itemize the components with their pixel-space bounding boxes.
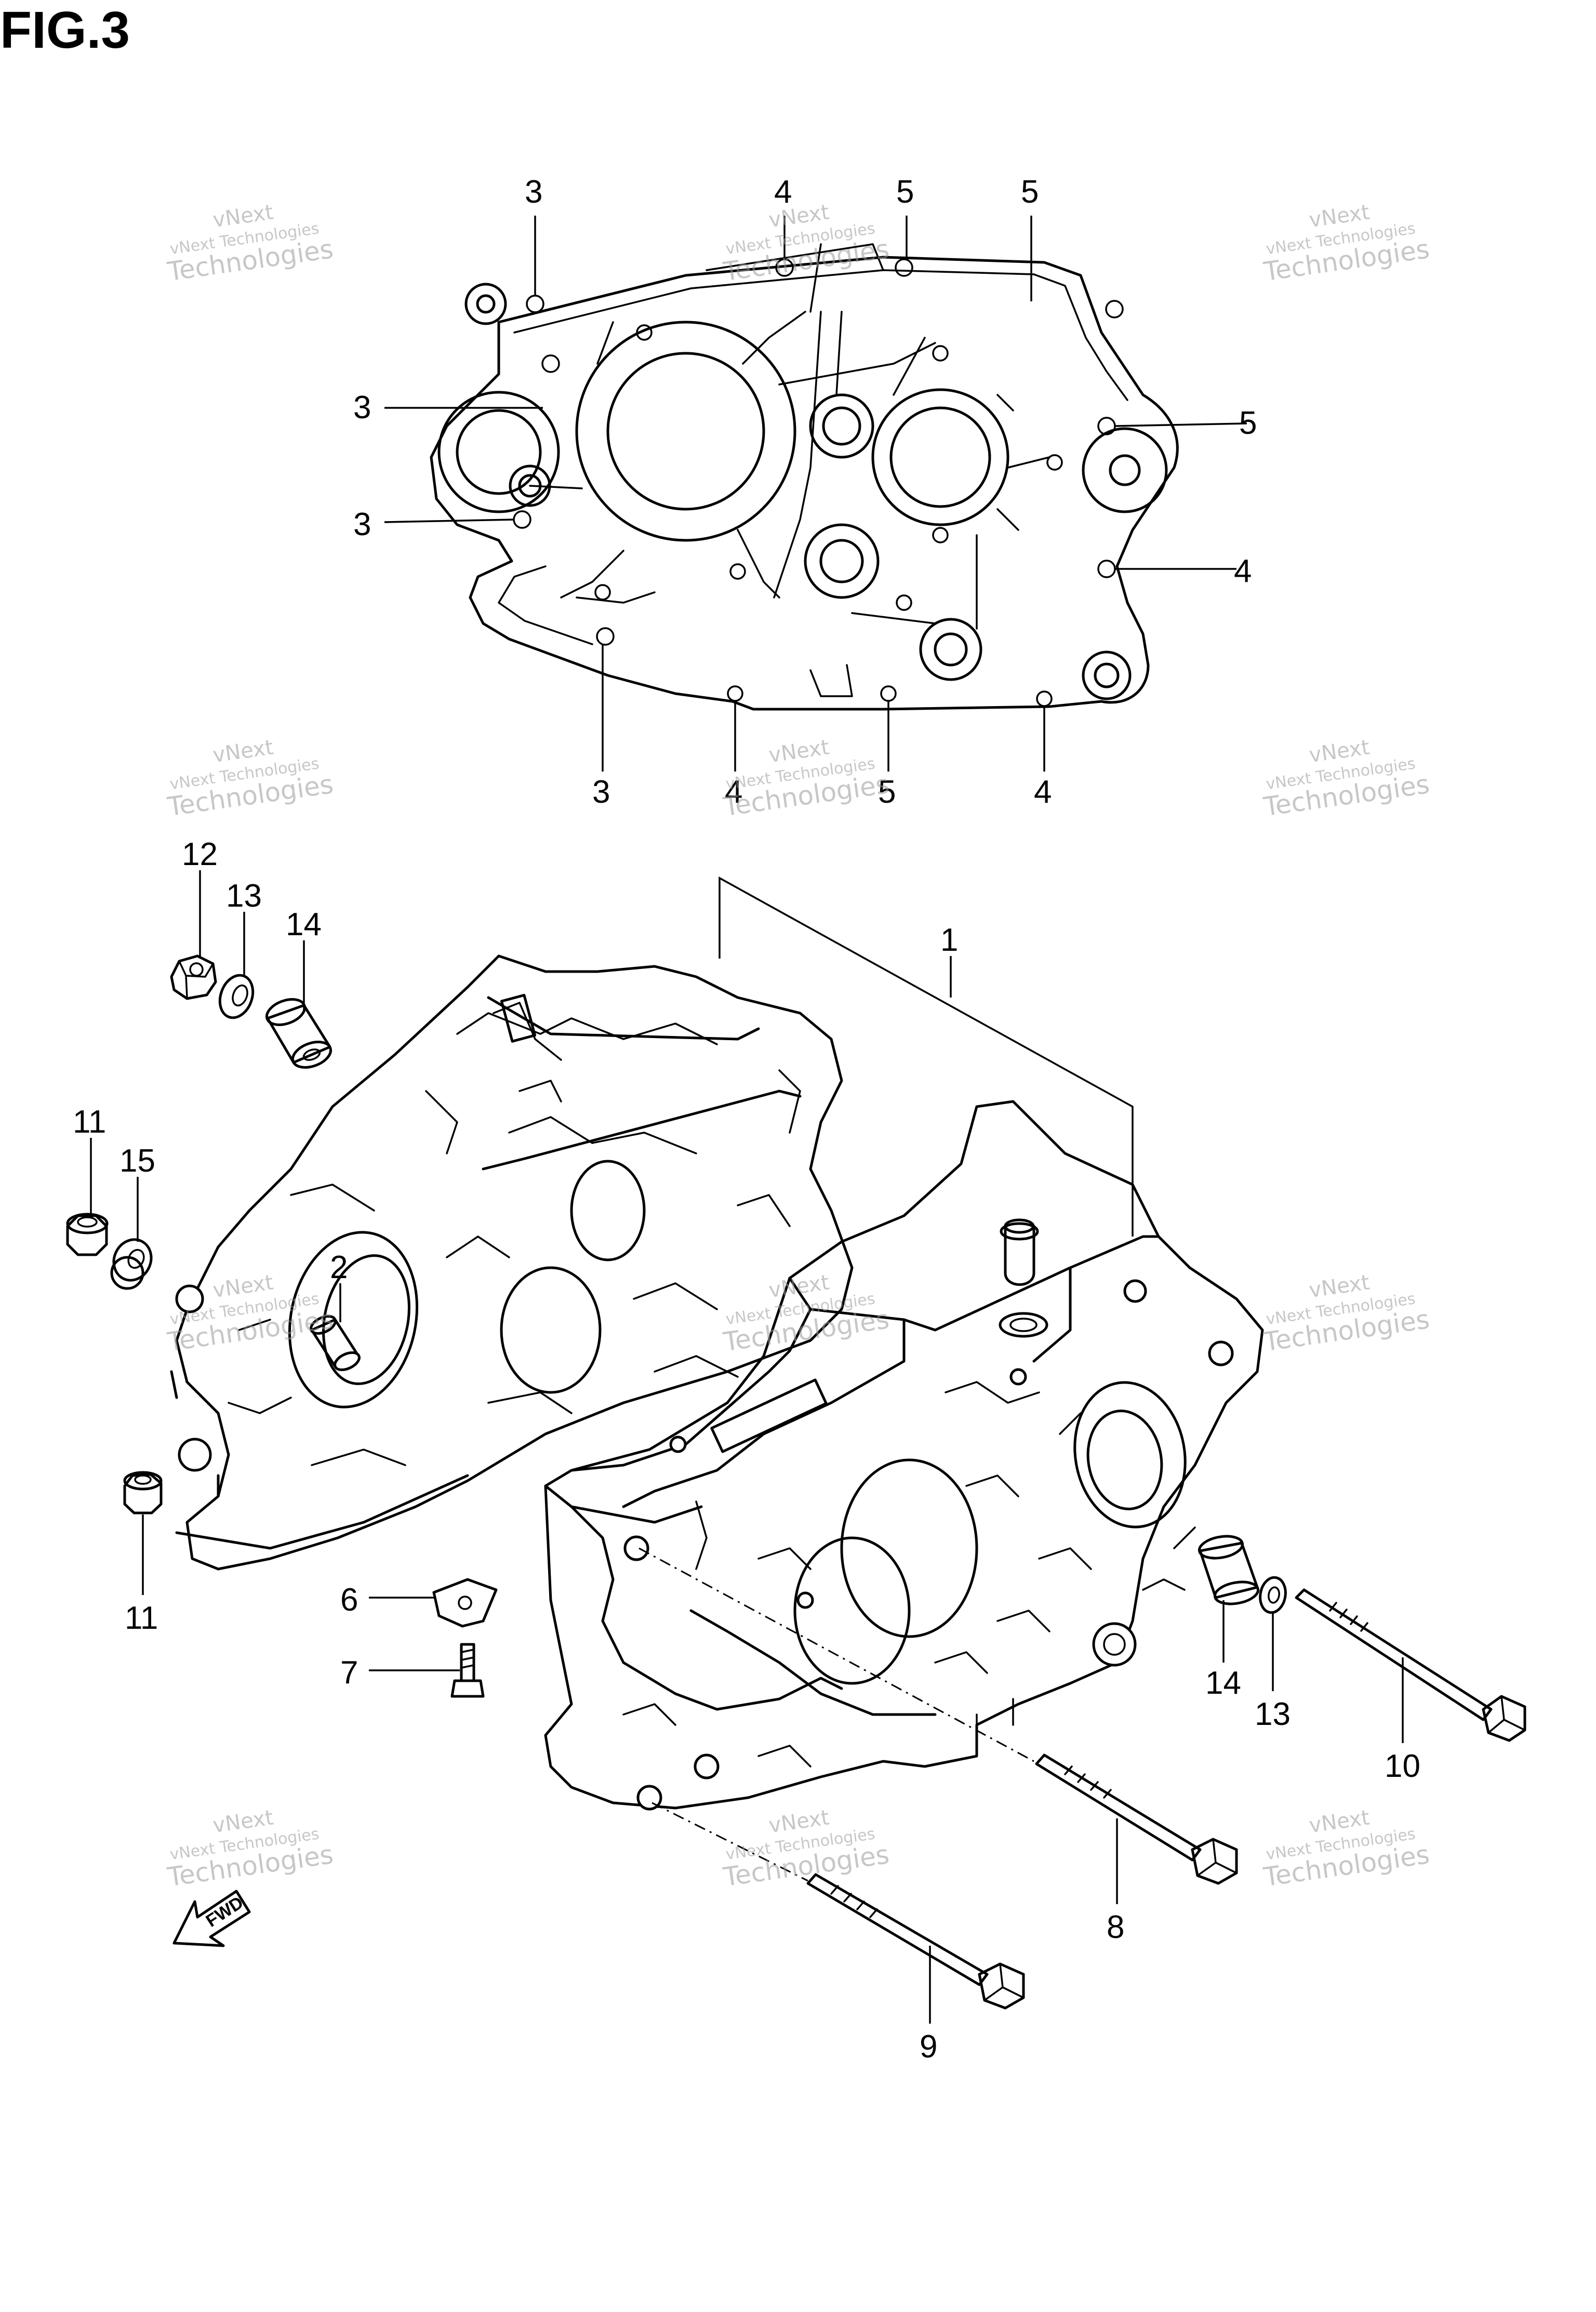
watermark-3: vNext vNext Technologies Technologies [1261,200,1431,287]
callout-5-b: 5 [1021,174,1039,210]
gasket-bolt-holes [513,258,1124,707]
callout-4-b: 4 [1234,553,1252,589]
gasket-callouts: 3 4 5 5 3 5 3 4 3 4 5 4 [353,174,1257,810]
long-bolt-front-8 [639,1547,1238,1885]
fwd-arrow-icon: FWD [172,1890,251,1947]
gasket-leader-lines [384,216,1247,772]
watermark-4: vNext vNext Technologies Technologies [165,735,335,822]
watermark-7: vNext vNext Technologies Technologies [165,1270,335,1357]
callout-3-a: 3 [525,174,542,210]
callout-5-a: 5 [896,174,914,210]
watermark-9: vNext vNext Technologies Technologies [1261,1270,1431,1357]
nut-upper-11 [66,1213,109,1256]
callout-11-a: 11 [73,1104,106,1140]
bushing-top-14 [265,998,332,1069]
watermark-12: vNext vNext Technologies Technologies [1261,1805,1431,1892]
part-leader-lines [90,870,1404,2024]
callout-6: 6 [340,1582,358,1618]
dowel-pin-2 [310,1314,361,1372]
callout-7: 7 [340,1655,358,1691]
callout-4-a: 4 [774,174,792,210]
callout-5-c: 5 [1239,405,1257,441]
crankcase-gasket-view [430,243,1179,711]
washer-top-13 [218,974,255,1019]
callout-14-b: 14 [1205,1665,1241,1701]
callout-3-b: 3 [353,390,371,426]
callout-13-a: 13 [226,878,262,914]
bushing-rear-14 [1198,1535,1260,1605]
part-callouts: 1 2 6 7 8 9 10 11 11 12 13 13 14 14 15 [73,836,1420,2065]
callout-10: 10 [1385,1748,1420,1784]
washer-rear-13 [1259,1576,1287,1614]
washer-left-15 [112,1238,153,1282]
callout-11-b: 11 [125,1600,158,1636]
callout-5-d: 5 [878,774,896,810]
callout-3-d: 3 [592,774,610,810]
long-bolt-rear-10 [1295,1588,1526,1742]
crankcase-assembly [110,876,1264,1811]
watermarks: vNext vNext Technologies Technologies vN… [165,200,1431,1892]
callout-3-c: 3 [353,507,371,542]
watermark-6: vNext vNext Technologies Technologies [1261,735,1431,822]
nut-lower-11 [123,1471,163,1514]
watermark-5: vNext vNext Technologies Technologies [721,735,891,822]
callout-1: 1 [940,922,958,958]
nut-top-12 [170,954,217,1000]
callout-15: 15 [119,1143,155,1179]
callout-8: 8 [1107,1909,1124,1945]
callout-4-c: 4 [725,774,742,810]
long-bolt-lower-9 [651,1802,1025,2010]
watermark-10: vNext vNext Technologies Technologies [165,1805,335,1892]
watermark-1: vNext vNext Technologies Technologies [165,200,335,287]
callout-2: 2 [330,1250,348,1285]
callout-4-d: 4 [1034,774,1052,810]
watermark-8: vNext vNext Technologies Technologies [721,1270,891,1357]
clamp-plate-6 [432,1578,498,1628]
callout-14-a: 14 [286,907,322,942]
watermark-11: vNext vNext Technologies Technologies [721,1805,891,1892]
clamp-bolt-7 [450,1643,485,1698]
callout-12: 12 [182,836,218,872]
callout-9: 9 [920,2029,937,2065]
callout-13-b: 13 [1255,1696,1291,1732]
figure-title: FIG.3 [0,1,130,59]
